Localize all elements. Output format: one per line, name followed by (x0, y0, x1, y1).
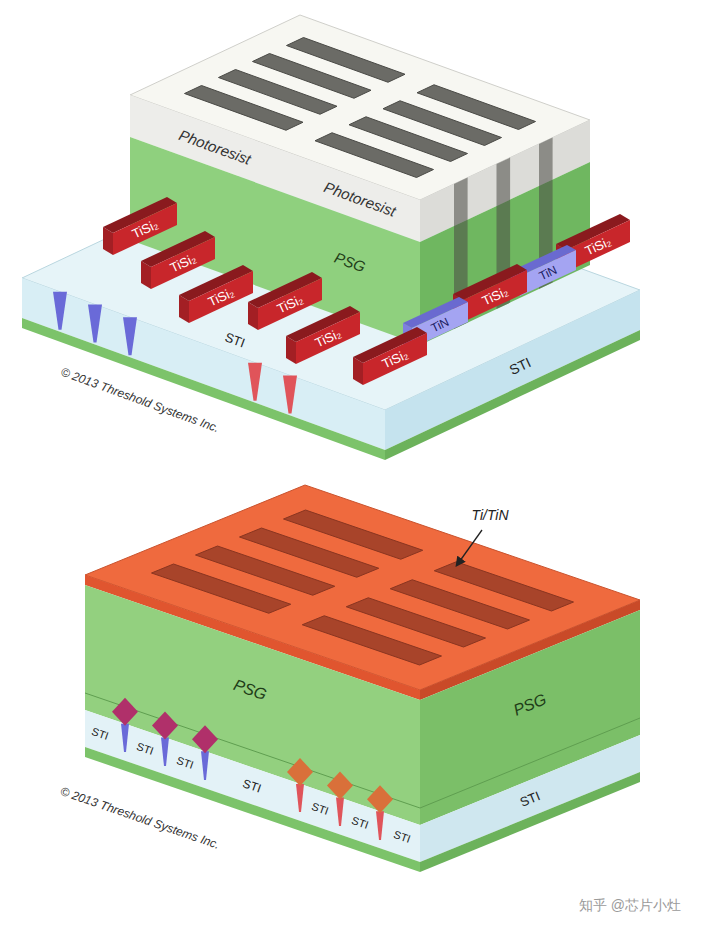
contact-blocks (103, 197, 630, 385)
leader-line (457, 530, 482, 565)
psg-photoresist-block (130, 15, 590, 345)
watermark: 知乎 @芯片小灶 (579, 898, 681, 912)
stack-block (85, 485, 640, 872)
callout-label: Ti/TiN (471, 508, 508, 522)
tin-slots (152, 510, 574, 665)
